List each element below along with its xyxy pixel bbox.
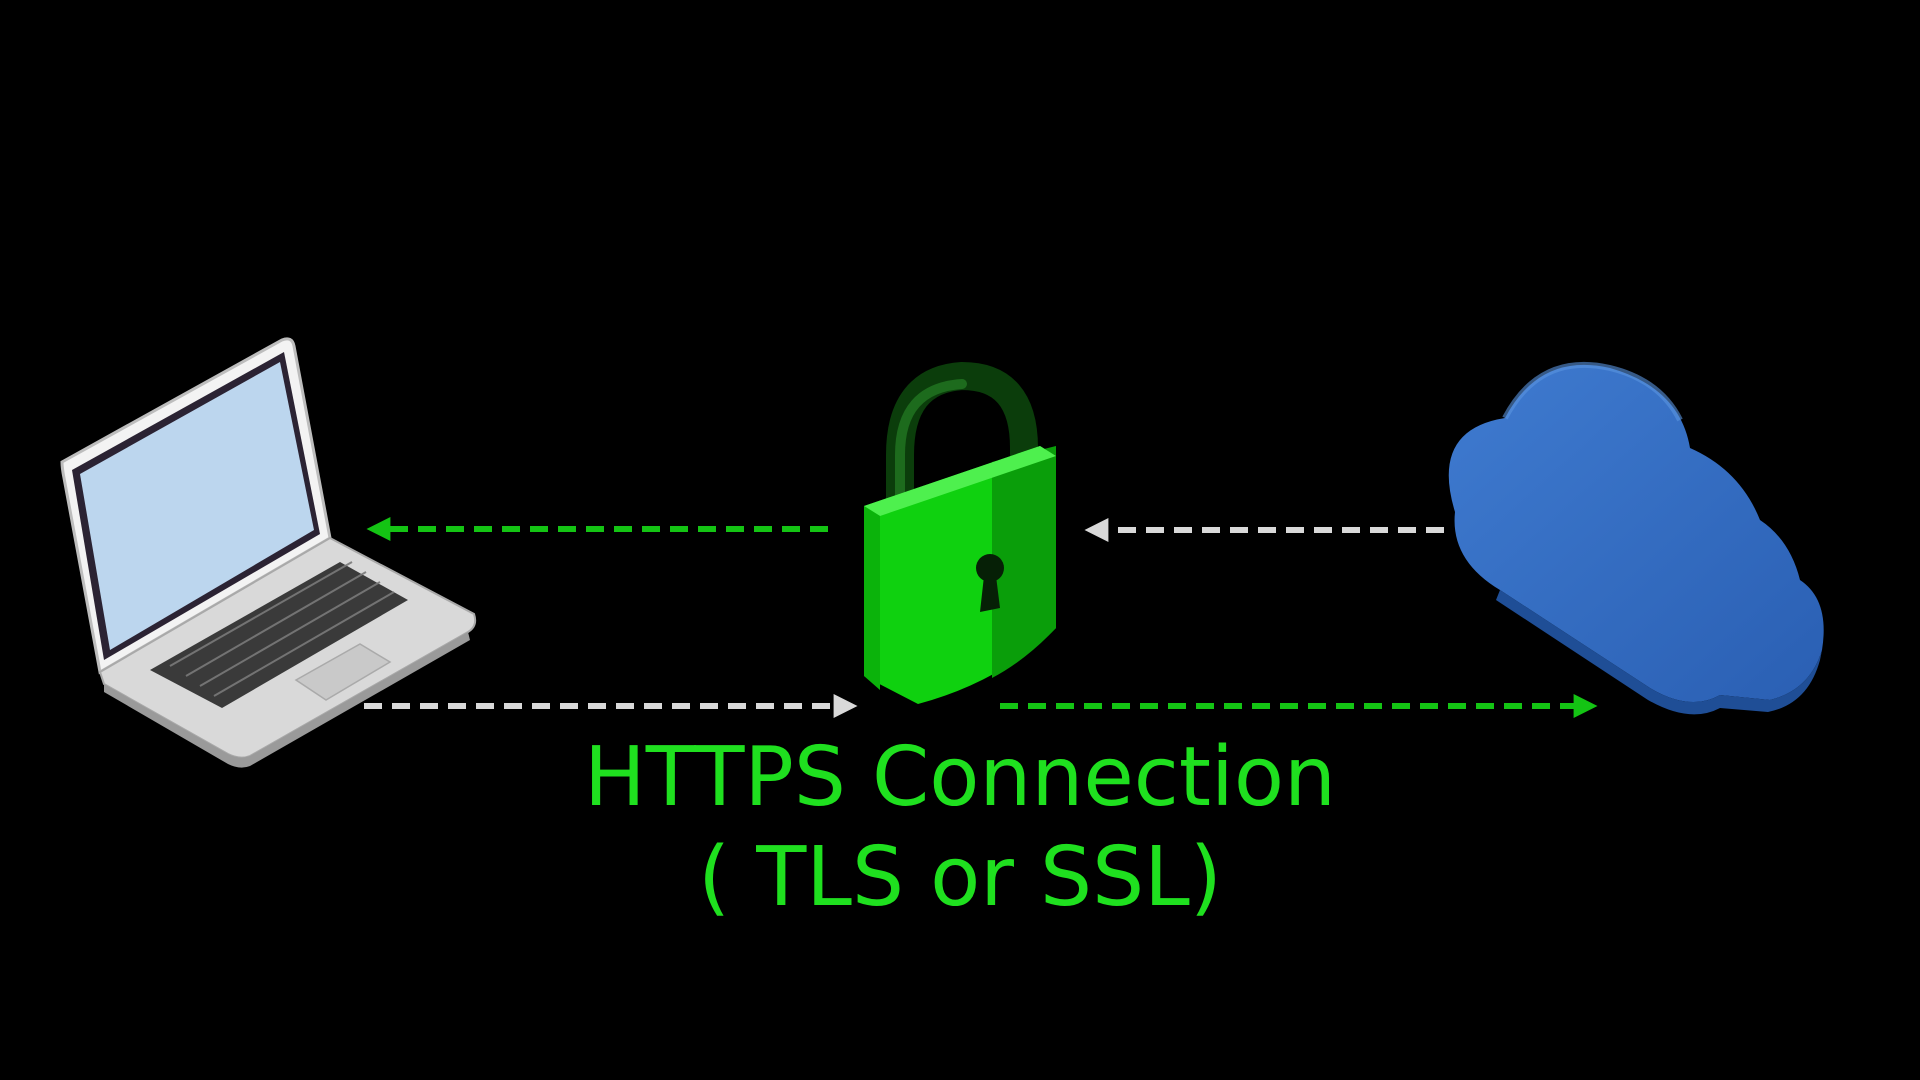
caption: HTTPS Connection ( TLS or SSL) [0,728,1920,928]
caption-subtitle: ( TLS or SSL) [698,830,1222,925]
laptop-icon [60,337,477,768]
cloud-icon [1448,361,1824,715]
caption-title: HTTPS Connection [584,730,1336,825]
padlock-icon [864,361,1056,704]
